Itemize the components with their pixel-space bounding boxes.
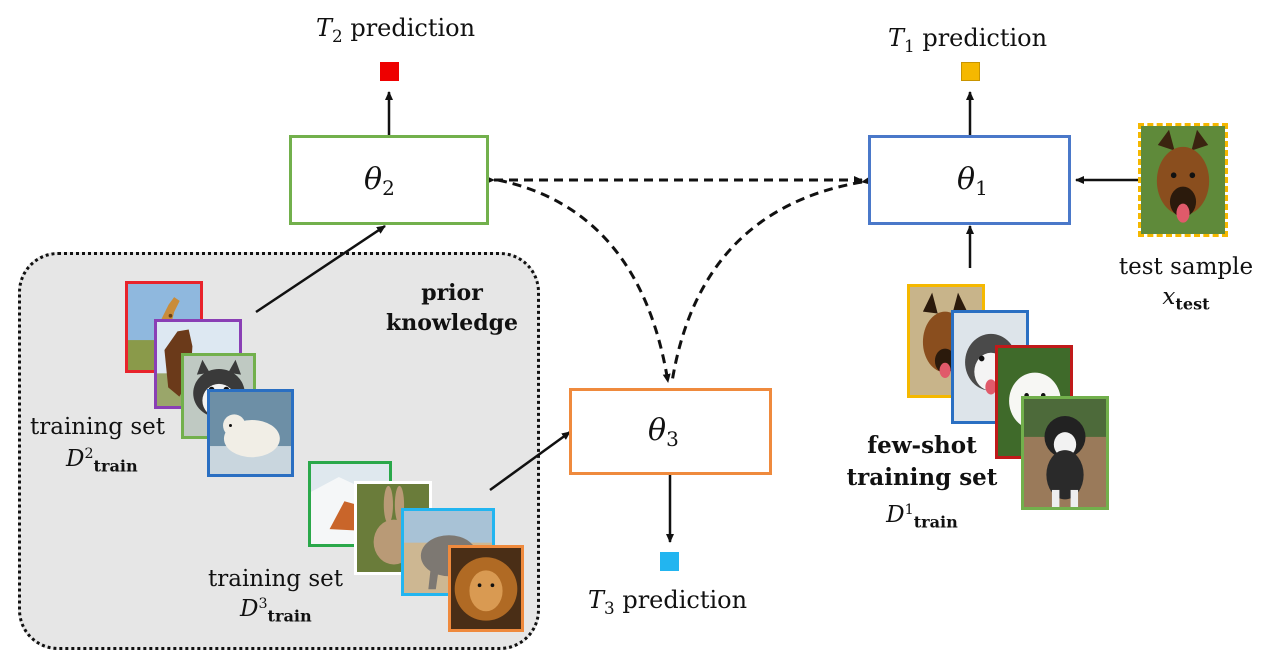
theta1-model-box: θ1	[868, 135, 1071, 225]
arrow-train2-to-theta2	[255, 224, 386, 314]
theta3-model-box: θ3	[569, 388, 772, 475]
polar-bear-image	[207, 389, 294, 477]
dashed-theta1-theta3	[670, 176, 871, 383]
test-sample-label: test sample xtest	[1118, 254, 1254, 314]
malamute-image	[1021, 396, 1109, 510]
t2-prediction-label: T2 prediction	[316, 14, 476, 46]
t2-prediction-square	[380, 62, 399, 81]
t3-prediction-label: T3 prediction	[588, 586, 748, 618]
prior-knowledge-label: prior knowledge	[386, 280, 518, 336]
t1-prediction-square	[961, 62, 980, 81]
lion-image	[448, 545, 524, 632]
t3-prediction-square	[660, 552, 679, 571]
training-set-3-symbol: D3train	[240, 596, 312, 626]
dashed-theta2-theta3	[497, 178, 671, 383]
theta2-model-box: θ2	[289, 135, 489, 225]
training-set-3-label: training set	[208, 566, 343, 592]
test-sample-image	[1138, 123, 1228, 237]
t1-prediction-label: T1 prediction	[888, 24, 1048, 56]
arrow-train3-to-theta3	[489, 430, 571, 492]
training-set-2-symbol: D2train	[66, 446, 138, 476]
few-shot-training-set-label: few-shot training set D1train	[846, 432, 998, 532]
training-set-2-label: training set	[30, 414, 165, 440]
